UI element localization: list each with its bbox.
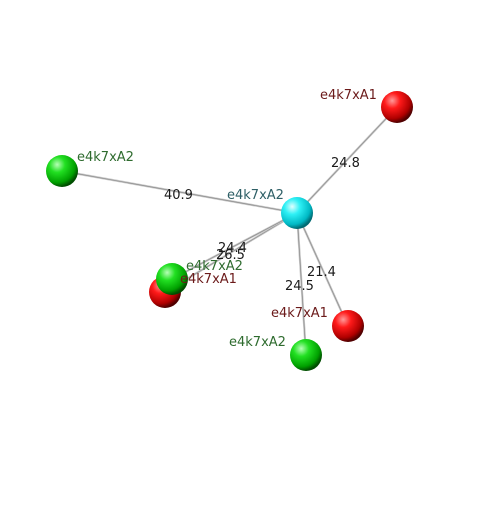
bond-lines xyxy=(61,106,398,356)
bond-top-right-core xyxy=(296,106,398,214)
atom-label-center: e4k7xA2 xyxy=(227,188,284,203)
atom-label-mid-red: e4k7xA1 xyxy=(180,272,237,287)
bond-bottom-green-core xyxy=(296,212,307,356)
atom-label-lower-red: e4k7xA1 xyxy=(271,306,328,321)
atom-label-mid-green: e4k7xA2 xyxy=(186,259,243,274)
atoms xyxy=(46,91,413,371)
distance-label-left: 40.9 xyxy=(164,188,193,203)
bond-mid-green-core xyxy=(171,212,298,280)
atom-lower-red[interactable] xyxy=(332,310,364,342)
bond-left-core xyxy=(61,170,298,214)
atom-top-right[interactable] xyxy=(381,91,413,123)
distance-labels: 24.8 40.9 24.4 26.5 21.4 24.5 xyxy=(164,156,360,294)
atom-labels: e4k7xA1 e4k7xA2 e4k7xA2 e4k7xA1 e4k7xA2 … xyxy=(77,88,377,350)
distance-label-top-right: 24.8 xyxy=(331,156,360,171)
atom-label-top-right: e4k7xA1 xyxy=(320,88,377,103)
distance-label-mid-red: 26.5 xyxy=(216,248,245,263)
distance-label-mid-green: 24.4 xyxy=(218,241,247,256)
atom-left[interactable] xyxy=(46,155,78,187)
bond-lower-red-core xyxy=(296,212,349,327)
atom-mid-green[interactable] xyxy=(156,263,188,295)
atom-bottom-green[interactable] xyxy=(290,339,322,371)
distance-label-lower-red: 21.4 xyxy=(307,265,336,280)
distance-label-bottom-green: 24.5 xyxy=(285,279,314,294)
atom-center[interactable] xyxy=(281,197,313,229)
atom-label-left: e4k7xA2 xyxy=(77,150,134,165)
atom-label-bottom-green: e4k7xA2 xyxy=(229,335,286,350)
